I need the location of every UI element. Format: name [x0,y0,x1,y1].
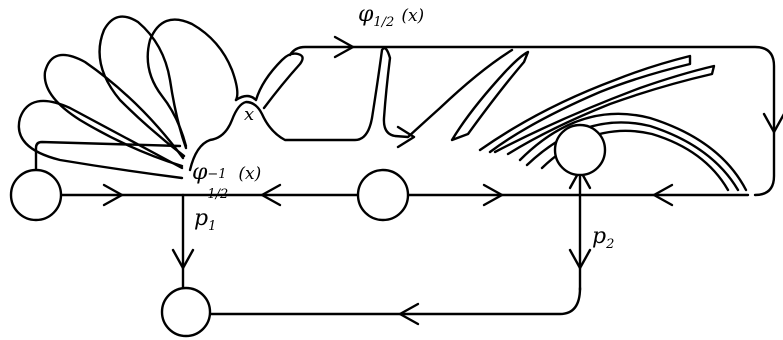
petal-4-lobe [146,18,239,148]
petal-3 [98,15,188,158]
left-stub-orbit [34,140,182,177]
node-p2-upper [553,123,607,177]
strip-3 [493,64,716,156]
node-left [9,168,63,222]
label-phi-half: φ1/2 (x) [358,2,424,30]
p2-base: p [592,224,607,249]
phi-inv-sub: 1/2 [207,187,229,202]
phi-inv-sup: −1 [207,167,227,182]
arrow-axis-right-left [652,183,674,207]
upper-loop-orbit [288,45,776,197]
phi-top-arg: (x) [401,6,425,26]
strip-2 [478,54,692,154]
arrow-axis-right-right [482,183,504,207]
bottom-return-orbit [206,286,582,316]
arrow-top-loop [333,35,355,59]
p1-sub: 1 [208,219,217,234]
p2-sub: 2 [606,237,615,252]
phi-top-sub: 1/2 [373,15,395,30]
arrow-bottom-left [398,302,420,326]
phi-inv-arg: (x) [238,164,262,184]
label-phi-inverse: φ −1 1/2 (x) [192,160,262,202]
p1-base: p [194,206,209,231]
node-middle [356,168,410,222]
label-x: x [244,104,255,125]
arc-outer-1 [518,112,748,192]
arrow-axis-left-right [102,183,124,207]
arrow-p1-down [171,248,195,270]
arrow-tongue [396,125,416,149]
label-p2: p2 [592,224,614,252]
phi-top-base: φ [358,2,374,27]
node-bottom [160,286,212,338]
phi-inv-base: φ [192,160,208,185]
arrow-p2-down [568,248,592,270]
label-p1: p1 [194,206,216,234]
arrow-right-side-down [762,112,783,134]
strip-1 [450,50,530,142]
petal-2 [43,53,185,168]
x-lobe [234,52,304,110]
central-tongue [188,47,514,172]
petal-1 [17,99,184,180]
arrow-axis-left-left [260,183,282,207]
